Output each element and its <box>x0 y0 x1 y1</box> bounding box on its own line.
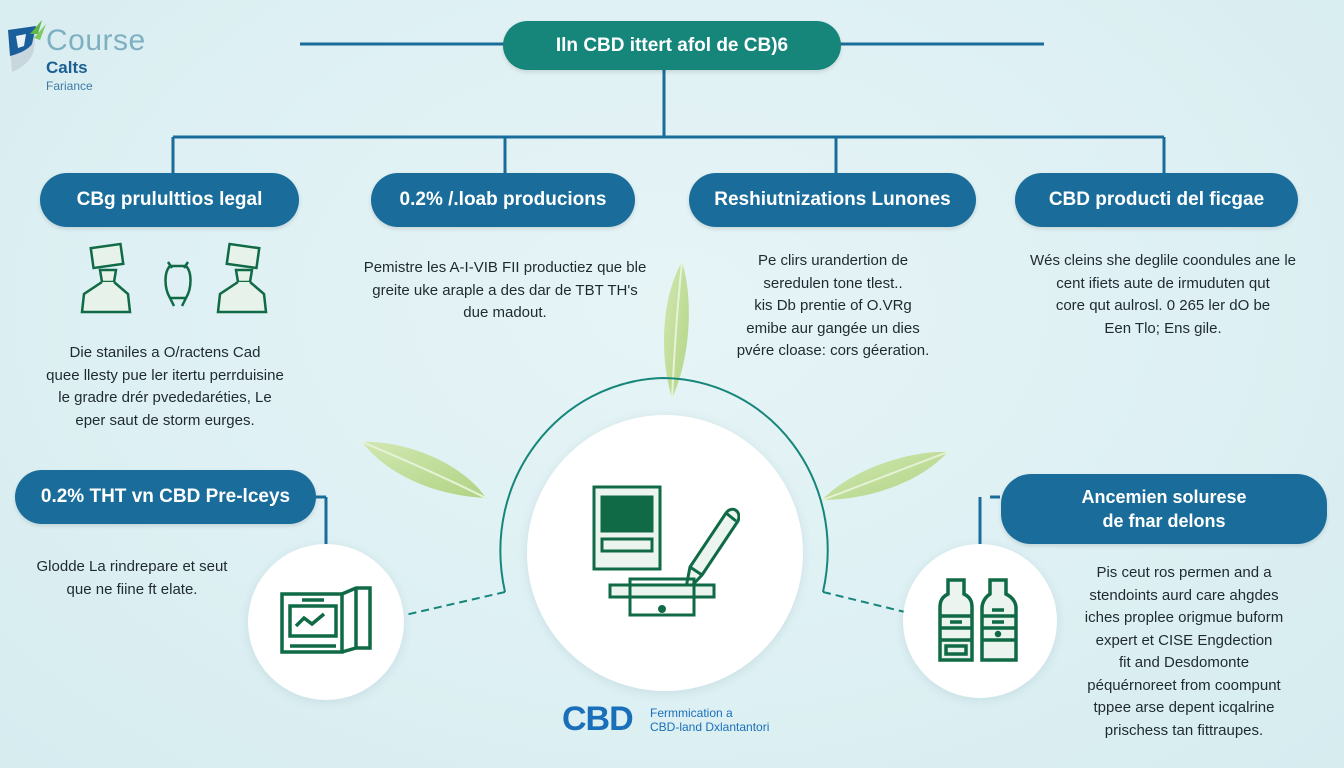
footer-subtitle-line2: CBD-land Dxlantantori <box>650 720 770 734</box>
right-node-desc: Pis ceut ros permen and a stendoints aur… <box>1050 562 1318 742</box>
root-title-pill: Iln CBD ittert afol de CB)6 <box>503 21 841 70</box>
desc-line: Pe clirs urandertion de <box>757 252 909 269</box>
desc-line: core qut aulrosl. 0 265 ler dO be <box>1055 297 1271 314</box>
branch-pill-products: CBD producti del ficgae <box>1015 173 1298 227</box>
footer-subtitle-line1: Fermmication a <box>650 706 733 720</box>
desc-line: Wés cleins she deglile coondules ane le <box>1030 252 1296 269</box>
desc-line: tppee arse depent icqalrine <box>1093 699 1275 716</box>
desc-line: iches proplee origmue buform <box>1084 609 1284 626</box>
chart-book-icon <box>280 586 372 654</box>
desc-line: Glodde La rindrepare et seut <box>36 558 228 575</box>
desc-line: Een Tlo; Ens gile. <box>1104 319 1222 337</box>
leaf-left <box>361 441 487 499</box>
right-node-circle <box>903 544 1057 698</box>
desc-line: eper saut de storm eurges. <box>75 411 255 429</box>
left-node-desc: Glodde La rindrepare et seut que ne fiin… <box>12 556 252 601</box>
desc-line: due madout. <box>463 304 547 321</box>
desc-line: Pis ceut ros permen and a <box>1096 564 1272 581</box>
desc-line: le gradre drér pvededaréties, Le <box>58 389 272 406</box>
bottles-icon <box>938 578 1018 662</box>
desc-line: seredulen tone tlest.. <box>763 274 903 292</box>
center-node-circle <box>527 415 803 691</box>
left-node-pill: 0.2% THT vn CBD Pre-lceys <box>15 470 316 524</box>
desc-line: kis Db prentie of O.VRg <box>754 297 912 314</box>
desc-line: fit and Desdomonte <box>1118 654 1250 671</box>
branch-pill-thc-limit: 0.2% /.loab producions <box>371 173 635 227</box>
desc-line: Die staniles a O/ractens Cad <box>69 344 261 361</box>
footer-brand: CBD <box>562 700 634 738</box>
desc-line: cent ifiets aute de irmuduten qut <box>1056 274 1270 292</box>
desc-line: prischess tan fittraupes. <box>1104 721 1264 739</box>
branch-desc-thc-limit: Pemistre les A-I-VIB FII productiez que … <box>335 257 675 325</box>
branch-desc-products: Wés cleins she deglile coondules ane le … <box>1000 250 1326 340</box>
logo-fariance-text: Fariance <box>46 79 93 93</box>
logo-calts-text: Calts <box>46 58 88 77</box>
branch-desc-legal: Die staniles a O/ractens Cad quee llesty… <box>10 342 320 432</box>
desc-line: quee llesty pue ler itertu perrduisine <box>46 366 284 384</box>
display-stand-icons <box>80 242 268 314</box>
left-node-circle <box>248 544 404 700</box>
desc-line: stendoints aurd care ahgdes <box>1089 586 1279 604</box>
branch-pill-restrictions: Reshiutnizations Lunones <box>689 173 976 227</box>
desc-line: péquérnoreet from coompunt <box>1087 676 1281 694</box>
leaf-top <box>663 261 689 399</box>
right-node-pill: Ancemien solurese de fnar delons <box>1001 474 1327 544</box>
right-node-label-line2: de fnar delons <box>1102 511 1226 531</box>
logo-shield-icon <box>8 20 46 72</box>
logo-course-text: Course <box>46 24 146 57</box>
branch-pill-legal: CBg prululttios legal <box>40 173 299 227</box>
desc-line: emibe aur gangée un dies <box>746 319 920 337</box>
desc-line: pvére cloase: cors géeration. <box>736 342 930 359</box>
desc-line: Pemistre les A-I-VIB FII productiez que … <box>363 259 647 276</box>
desc-line: greite uke araple a des dar de TBT TH's <box>372 281 638 299</box>
right-node-label-line1: Ancemien solurese <box>1081 487 1247 507</box>
branch-desc-restrictions: Pe clirs urandertion de seredulen tone t… <box>700 250 966 363</box>
footer-subtitle: Fermmication a CBD-land Dxlantantori <box>650 706 769 734</box>
leaf-right <box>821 451 949 501</box>
desc-line: que ne fiine ft elate. <box>66 580 198 598</box>
document-pen-icon <box>592 485 740 617</box>
desc-line: expert et CISE Engdection <box>1095 631 1273 649</box>
